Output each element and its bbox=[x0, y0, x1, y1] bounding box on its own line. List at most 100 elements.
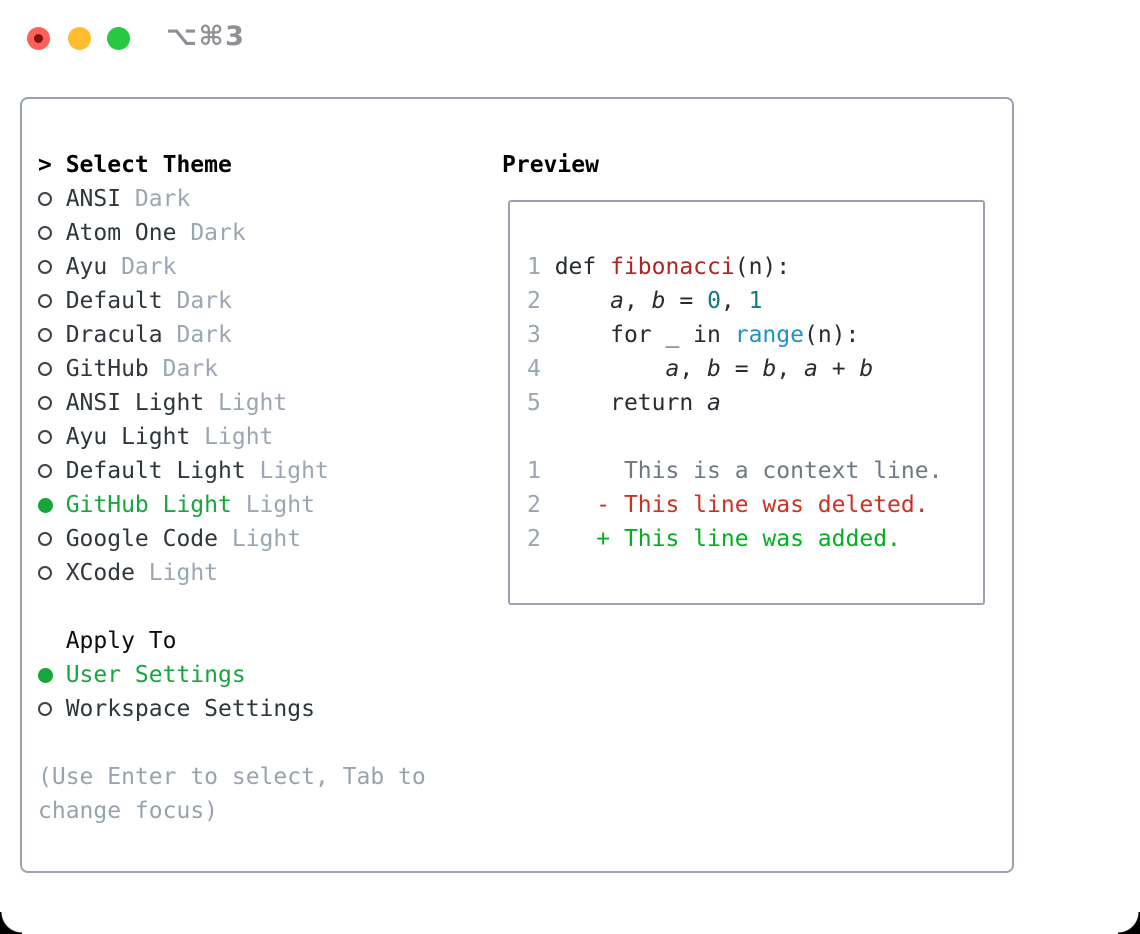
option-variant: Dark bbox=[148, 356, 219, 382]
code-line: 2 - This line was deleted. bbox=[527, 488, 979, 522]
code-token: a bbox=[610, 288, 624, 314]
code-token: = bbox=[665, 288, 708, 314]
radio-icon bbox=[38, 260, 52, 274]
radio-cell bbox=[38, 566, 66, 580]
corner-artifact bbox=[1118, 912, 1140, 934]
radio-icon bbox=[38, 464, 52, 478]
code-line: 1 This is a context line. bbox=[527, 454, 979, 488]
hint-line-2: change focus) bbox=[38, 798, 219, 824]
option-label: ANSI bbox=[65, 186, 122, 212]
code-token: , bbox=[776, 356, 805, 382]
line-number: 3 bbox=[527, 322, 555, 348]
theme-option-default-light[interactable]: Default Light Light bbox=[38, 454, 488, 488]
code-token: 0 bbox=[707, 288, 721, 314]
radio-cell bbox=[38, 260, 66, 274]
code-token: (n): bbox=[734, 254, 791, 280]
theme-option-dracula[interactable]: Dracula Dark bbox=[38, 318, 488, 352]
radio-cell bbox=[38, 396, 66, 410]
option-variant: Light bbox=[134, 560, 219, 586]
code-token bbox=[555, 356, 666, 382]
option-variant: Dark bbox=[162, 322, 232, 348]
zoom-button[interactable] bbox=[107, 27, 130, 50]
code-line: 1 def fibonacci(n): bbox=[527, 250, 979, 284]
prompt-caret-icon: > bbox=[38, 152, 52, 178]
radio-icon bbox=[38, 532, 52, 546]
apply-option-user-settings[interactable]: User Settings bbox=[38, 658, 488, 692]
theme-option-github[interactable]: GitHub Dark bbox=[38, 352, 488, 386]
radio-cell bbox=[38, 497, 66, 513]
theme-option-ayu[interactable]: Ayu Dark bbox=[38, 250, 488, 284]
corner-artifact bbox=[0, 912, 22, 934]
option-label: Ayu bbox=[65, 254, 108, 280]
code-token: , bbox=[623, 288, 652, 314]
radio-icon bbox=[38, 362, 52, 376]
option-label: Ayu Light bbox=[65, 424, 191, 450]
option-label: Default bbox=[65, 288, 163, 314]
theme-option-ansi-light[interactable]: ANSI Light Light bbox=[38, 386, 488, 420]
code-line: 4 a, b = b, a + b bbox=[527, 352, 979, 386]
code-token: return bbox=[554, 390, 708, 416]
option-variant: Light bbox=[204, 390, 288, 416]
code-token: , bbox=[720, 288, 749, 314]
theme-option-ansi[interactable]: ANSI Dark bbox=[38, 182, 488, 216]
select-theme-title: Select Theme bbox=[65, 152, 232, 178]
radio-cell bbox=[38, 430, 66, 444]
option-variant: Dark bbox=[107, 254, 177, 280]
select-theme-header: > Select Theme bbox=[38, 148, 488, 182]
code-token: 1 bbox=[748, 288, 763, 314]
theme-option-google-code[interactable]: Google Code Light bbox=[38, 522, 488, 556]
option-variant: Dark bbox=[121, 186, 191, 212]
code-token: range bbox=[734, 322, 804, 348]
radio-icon bbox=[38, 396, 52, 410]
radio-selected-icon bbox=[38, 667, 53, 683]
option-label: GitHub bbox=[65, 356, 149, 382]
code-token: fibonacci bbox=[610, 254, 735, 280]
close-button[interactable] bbox=[27, 27, 50, 50]
code-token: b bbox=[762, 356, 777, 382]
option-label: GitHub Light bbox=[65, 492, 232, 518]
code-token: + This line was added. bbox=[554, 526, 901, 552]
code-token: a bbox=[804, 356, 818, 382]
theme-option-atom-one[interactable]: Atom One Dark bbox=[38, 216, 488, 250]
code-line bbox=[527, 420, 979, 454]
apply-to-header-row: Apply To bbox=[38, 624, 488, 658]
code-token: a bbox=[707, 390, 721, 416]
radio-cell bbox=[38, 294, 66, 308]
unsaved-dot-icon bbox=[34, 34, 43, 43]
code-token: b bbox=[651, 288, 666, 314]
code-line: 2 a, b = 0, 1 bbox=[527, 284, 979, 318]
code-line: 2 + This line was added. bbox=[527, 522, 979, 556]
code-token bbox=[555, 288, 610, 314]
theme-option-ayu-light[interactable]: Ayu Light Light bbox=[38, 420, 488, 454]
theme-option-github-light[interactable]: GitHub Light Light bbox=[38, 488, 488, 522]
option-label: Workspace Settings bbox=[65, 696, 315, 722]
apply-option-workspace-settings[interactable]: Workspace Settings bbox=[38, 692, 488, 726]
option-variant: Dark bbox=[176, 220, 246, 246]
radio-cell bbox=[38, 667, 66, 683]
radio-cell bbox=[38, 362, 66, 376]
option-label: XCode bbox=[65, 560, 135, 586]
option-variant: Light bbox=[218, 526, 302, 552]
line-number: 1 bbox=[527, 254, 555, 280]
option-label: Dracula bbox=[65, 322, 163, 348]
theme-option-xcode[interactable]: XCode Light bbox=[38, 556, 488, 590]
code-token: def bbox=[554, 254, 611, 280]
spacer-row bbox=[38, 590, 488, 624]
window-title: ⌥⌘3 bbox=[166, 21, 246, 52]
radio-icon bbox=[38, 430, 52, 444]
minimize-button[interactable] bbox=[68, 27, 91, 50]
option-label: Default Light bbox=[65, 458, 246, 484]
code-token: for _ in bbox=[554, 322, 735, 348]
theme-option-default[interactable]: Default Dark bbox=[38, 284, 488, 318]
option-label: ANSI Light bbox=[65, 390, 205, 416]
preview-title: Preview bbox=[502, 152, 599, 178]
radio-icon bbox=[38, 294, 52, 308]
option-variant: Light bbox=[231, 492, 315, 518]
code-token: + bbox=[817, 356, 860, 382]
